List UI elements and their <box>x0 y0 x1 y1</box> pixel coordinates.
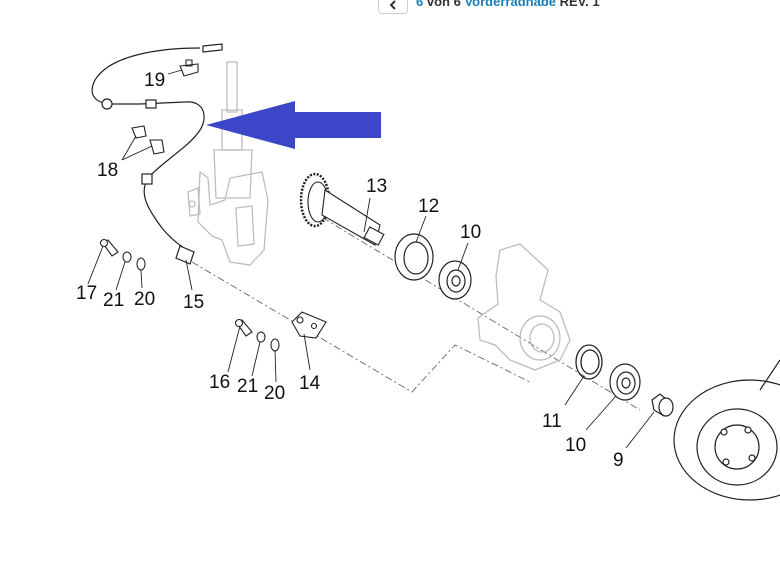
part-12-seal <box>394 233 434 281</box>
page-indicator: 6 von 6 Vorderradnabe REV. 1 <box>416 0 600 9</box>
callout-9: 9 <box>613 450 624 471</box>
callout-10-lower: 10 <box>565 435 586 456</box>
chevron-left-icon <box>389 0 396 10</box>
callout-11: 11 <box>542 411 562 432</box>
hardware-group-lower <box>234 311 327 352</box>
page-total: 6 <box>453 0 461 9</box>
steering-knuckle <box>477 243 571 371</box>
assembly-centerlines <box>191 209 641 411</box>
callout-14: 14 <box>299 373 321 394</box>
hardware-group-upper <box>99 238 146 271</box>
callout-20-lower: 20 <box>264 383 285 404</box>
callout-17: 17 <box>76 283 97 304</box>
callout-18: 18 <box>97 160 118 181</box>
page-current: 6 <box>416 0 424 9</box>
callout-20-upper: 20 <box>134 289 155 310</box>
callout-labels: 19 18 13 12 10 17 21 20 15 16 21 20 14 1… <box>76 70 624 471</box>
part-10-bearing-upper <box>438 260 472 300</box>
callout-13: 13 <box>366 176 387 197</box>
revision-label: REV. 1 <box>559 0 600 9</box>
part-19-clip <box>179 59 199 77</box>
callout-15: 15 <box>183 292 204 313</box>
document-toolbar: 6 von 6 Vorderradnabe REV. 1 <box>0 0 780 14</box>
part-18-clips <box>131 125 165 155</box>
callout-10-upper: 10 <box>460 222 481 243</box>
part-9-sleeve <box>651 393 674 417</box>
pointer-arrow <box>206 101 381 149</box>
callout-21-lower: 21 <box>237 376 258 397</box>
leader-lines <box>87 69 655 449</box>
document-title-link[interactable]: Vorderradnabe <box>464 0 556 9</box>
callout-21-upper: 21 <box>103 290 124 311</box>
part-13-drive-shaft <box>299 172 385 246</box>
previous-page-button[interactable] <box>378 0 408 14</box>
part-10-bearing-lower <box>609 363 641 401</box>
callout-19: 19 <box>144 70 165 91</box>
brake-disc <box>673 359 780 501</box>
page-word: von <box>426 0 450 9</box>
callout-16: 16 <box>209 372 230 393</box>
part-11-circlip <box>575 344 603 380</box>
strut-assembly <box>187 61 269 266</box>
callout-12: 12 <box>418 196 439 217</box>
abs-sensor-wire <box>91 43 223 265</box>
